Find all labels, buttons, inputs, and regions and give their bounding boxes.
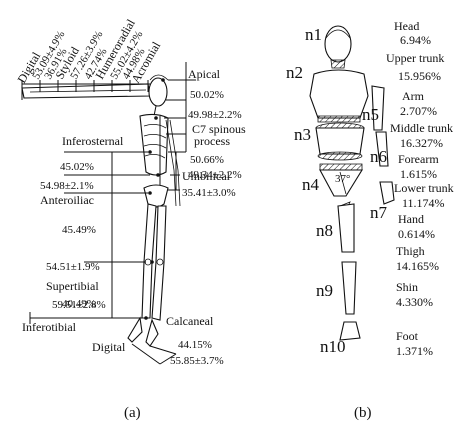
segment-upper-trunk-shape — [310, 70, 368, 122]
caption-a: (a) — [124, 405, 141, 421]
segment-shin-shape — [342, 262, 356, 314]
segment-middle-trunk-shape — [316, 123, 364, 160]
angle-label: 37° — [335, 173, 350, 185]
seg-val-lower-trunk: 11.174% — [402, 196, 445, 210]
node-n6: n6 — [370, 147, 387, 166]
value-foot-2: 55.85±3.7% — [170, 355, 224, 367]
node-n10: n10 — [320, 337, 346, 356]
seg-name-head: Head — [394, 19, 419, 33]
seg-val-foot: 1.371% — [396, 344, 433, 358]
value-apical-1: 50.02% — [190, 89, 224, 101]
node-n2: n2 — [286, 63, 303, 82]
node-n7: n7 — [370, 203, 388, 222]
seg-val-head: 6.94% — [400, 33, 431, 47]
node-n1: n1 — [305, 25, 322, 44]
seg-val-shin: 4.330% — [396, 295, 433, 309]
seg-name-thigh: Thigh — [396, 244, 425, 258]
node-n4: n4 — [302, 175, 320, 194]
segment-head-shape — [325, 26, 351, 68]
seg-name-arm: Arm — [402, 89, 425, 103]
seg-name-shin: Shin — [396, 280, 418, 294]
seg-name-upper-trunk: Upper trunk — [386, 51, 444, 65]
seg-name-lower-trunk: Lower trunk — [394, 181, 454, 195]
node-n5: n5 — [362, 105, 379, 124]
label-digital-bottom: Digital — [92, 340, 126, 354]
seg-val-hand: 0.614% — [398, 227, 435, 241]
panel-a: Digital 53.09±4.9% 36.91% Styloid 57.26±… — [14, 16, 246, 421]
panel-b: n1 n2 n3 n4 n5 n6 n7 n8 n9 n10 37° Head … — [286, 19, 454, 421]
label-anteroiliac: Anteroiliac — [40, 193, 94, 207]
segment-thigh-shape — [338, 202, 354, 252]
seg-val-thigh: 14.165% — [396, 259, 439, 273]
label-apical: Apical — [188, 67, 221, 81]
seg-val-middle-trunk: 16.327% — [400, 136, 443, 150]
node-n8: n8 — [316, 221, 333, 240]
label-supertibial: Supertibial — [46, 279, 99, 293]
label-inferotibial: Inferotibial — [22, 320, 77, 334]
value-ant-1: 45.49% — [62, 224, 96, 236]
value-umbilical: 35.41±3.0% — [182, 187, 236, 199]
label-inferosternal: Inferosternal — [62, 134, 124, 148]
node-n9: n9 — [316, 281, 333, 300]
seg-val-upper-trunk: 15.956% — [398, 69, 441, 83]
segment-hand-shape — [380, 182, 394, 204]
value-inf-2: 54.98±2.1% — [40, 180, 94, 192]
node-n3: n3 — [294, 125, 311, 144]
value-ant-2: 54.51±1.9% — [46, 261, 100, 273]
seg-name-forearm: Forearm — [398, 152, 439, 166]
seg-name-middle-trunk: Middle trunk — [390, 121, 453, 135]
label-c7-line2: process — [194, 134, 230, 148]
seg-val-forearm: 1.615% — [400, 167, 437, 181]
value-inf-1: 45.02% — [60, 161, 94, 173]
seg-val-arm: 2.707% — [400, 104, 437, 118]
value-sup-2: 59.51±2.8% — [52, 299, 106, 311]
label-umbilical: Umbilical — [182, 169, 231, 183]
value-foot-1: 44.15% — [178, 339, 212, 351]
seg-name-foot: Foot — [396, 329, 419, 343]
value-apical-2: 49.98±2.2% — [188, 109, 242, 121]
label-calcaneal: Calcaneal — [166, 314, 214, 328]
seg-name-hand: Hand — [398, 212, 424, 226]
rotated-label-group: Digital 53.09±4.9% 36.91% Styloid 57.26±… — [14, 16, 163, 85]
value-c7-1: 50.66% — [190, 154, 224, 166]
caption-b: (b) — [354, 405, 372, 421]
